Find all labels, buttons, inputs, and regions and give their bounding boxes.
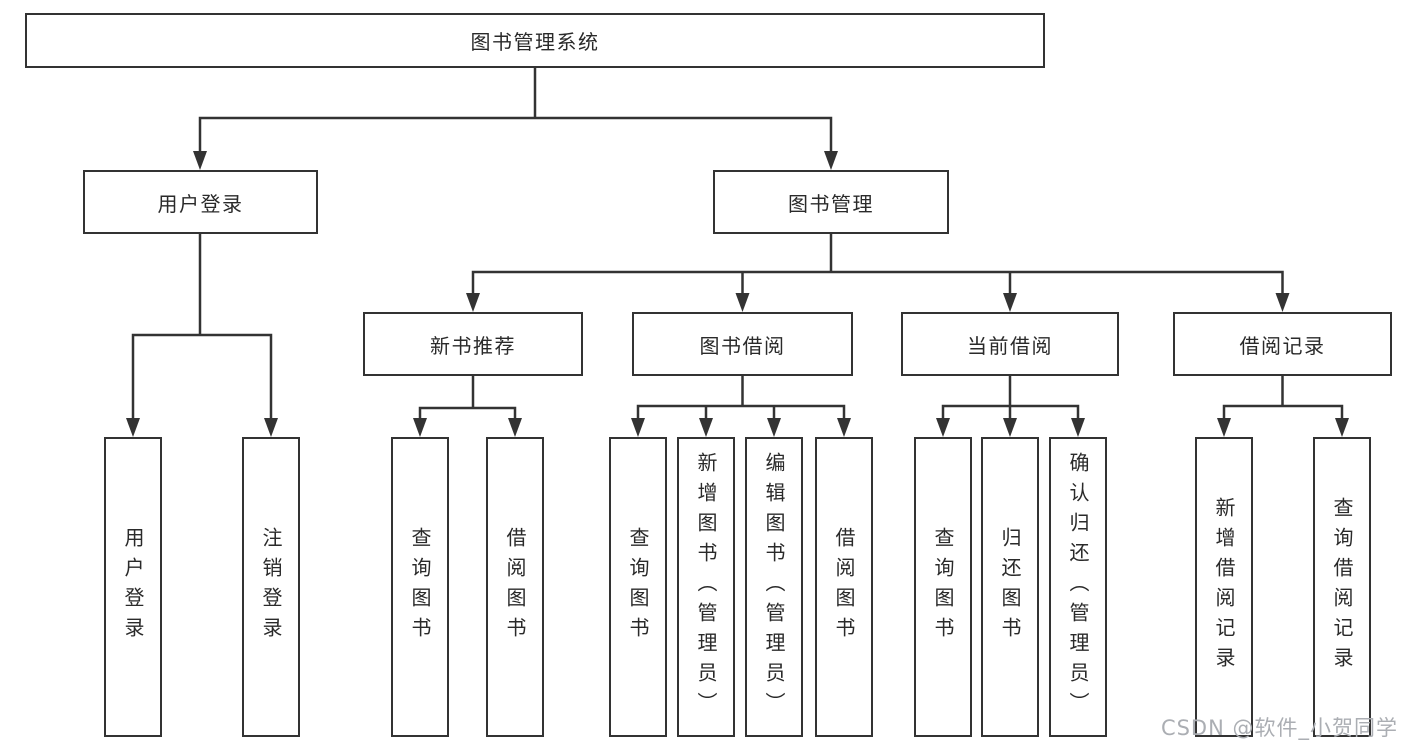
node-book-management: 图书管理 xyxy=(713,170,949,234)
leaf-edit-book-admin: 编辑图书（管理员） xyxy=(745,437,803,737)
leaf-add-book-admin: 新增图书（管理员） xyxy=(677,437,735,737)
leaf-query-borrow-record-label: 查询借阅记录 xyxy=(1330,497,1354,677)
node-current-borrow: 当前借阅 xyxy=(901,312,1119,376)
connector-new-book-recommend-to-leaves xyxy=(413,374,522,437)
connector-borrow-records-to-leaves xyxy=(1217,374,1349,437)
leaf-logout: 注销登录 xyxy=(242,437,300,737)
leaf-query-books-3: 查询图书 xyxy=(914,437,972,737)
leaf-return-book-label: 归还图书 xyxy=(998,527,1022,647)
leaf-query-books-2-label: 查询图书 xyxy=(626,527,650,647)
leaf-add-borrow-record-label: 新增借阅记录 xyxy=(1212,497,1236,677)
leaf-query-books-3-label: 查询图书 xyxy=(931,527,955,647)
node-new-book-recommend-label: 新书推荐 xyxy=(430,333,516,358)
node-book-management-label: 图书管理 xyxy=(788,191,874,216)
connector-root-to-level2 xyxy=(193,66,838,170)
node-borrow-records: 借阅记录 xyxy=(1173,312,1392,376)
node-borrow-records-label: 借阅记录 xyxy=(1239,333,1326,358)
leaf-logout-label: 注销登录 xyxy=(259,527,283,647)
leaf-query-books-1-label: 查询图书 xyxy=(408,527,432,647)
leaf-query-books-2: 查询图书 xyxy=(609,437,667,737)
node-new-book-recommend: 新书推荐 xyxy=(363,312,583,376)
csdn-watermark: CSDN @软件_小贺同学 xyxy=(1160,716,1398,740)
connector-book-management-to-level3 xyxy=(466,232,1290,312)
connector-book-borrow-to-leaves xyxy=(631,374,851,437)
leaf-add-book-admin-label: 新增图书（管理员） xyxy=(694,452,718,722)
node-user-login-label: 用户登录 xyxy=(157,191,244,216)
leaf-confirm-return-admin-label: 确认归还（管理员） xyxy=(1066,452,1090,722)
leaf-borrow-books-2: 借阅图书 xyxy=(815,437,873,737)
leaf-add-borrow-record: 新增借阅记录 xyxy=(1195,437,1253,737)
leaf-user-login: 用户登录 xyxy=(104,437,162,737)
leaf-borrow-books-1: 借阅图书 xyxy=(486,437,544,737)
leaf-query-books-1: 查询图书 xyxy=(391,437,449,737)
node-root-system: 图书管理系统 xyxy=(25,13,1045,68)
node-root-system-label: 图书管理系统 xyxy=(470,30,600,54)
leaf-borrow-books-1-label: 借阅图书 xyxy=(503,527,527,647)
leaf-confirm-return-admin: 确认归还（管理员） xyxy=(1049,437,1107,737)
leaf-borrow-books-2-label: 借阅图书 xyxy=(832,527,856,647)
leaf-return-book: 归还图书 xyxy=(981,437,1039,737)
connector-current-borrow-to-leaves xyxy=(936,374,1085,437)
leaf-user-login-label: 用户登录 xyxy=(121,527,145,647)
node-user-login: 用户登录 xyxy=(83,170,318,234)
leaf-query-borrow-record: 查询借阅记录 xyxy=(1313,437,1371,737)
connector-user-login-to-leaves xyxy=(126,232,278,437)
node-book-borrow: 图书借阅 xyxy=(632,312,853,376)
node-current-borrow-label: 当前借阅 xyxy=(967,333,1053,358)
leaf-edit-book-admin-label: 编辑图书（管理员） xyxy=(762,452,786,722)
node-book-borrow-label: 图书借阅 xyxy=(699,333,786,358)
